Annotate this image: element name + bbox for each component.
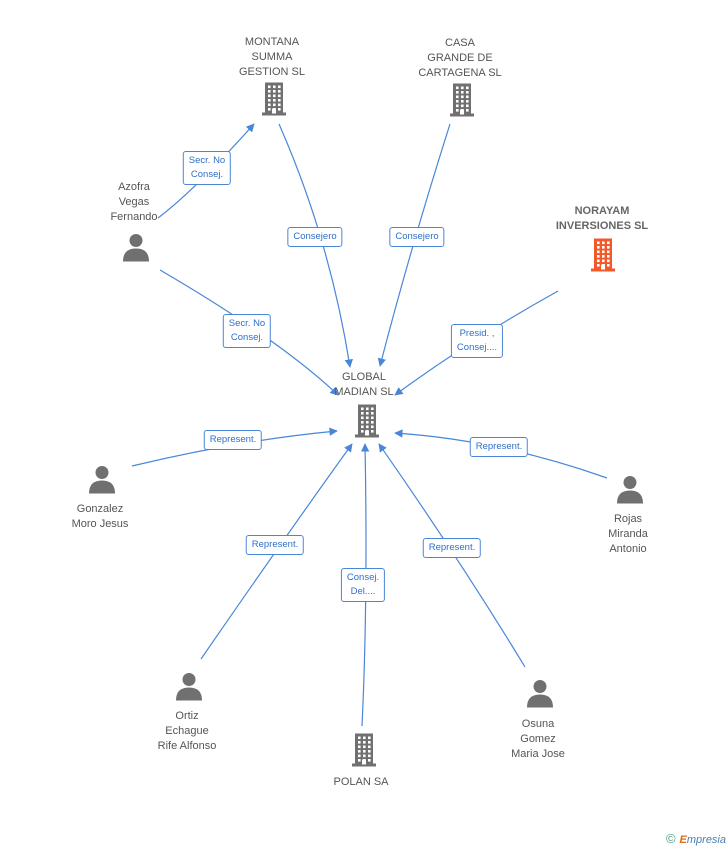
node-label-casa[interactable]: CASA GRANDE DE CARTAGENA SL [418, 37, 502, 79]
node-label-polan[interactable]: POLAN SA [333, 776, 389, 788]
node-label-global[interactable]: GLOBAL MADIAN SL [334, 371, 394, 398]
building-icon-montana[interactable] [259, 82, 289, 121]
person-icon-azofra[interactable] [121, 233, 151, 268]
node-label-ortiz[interactable]: Ortiz Echague Rife Alfonso [157, 710, 217, 752]
node-label-rojas[interactable]: Rojas Miranda Antonio [608, 513, 648, 555]
edge-label-azofra[interactable]: Secr. No Consej. [182, 151, 232, 185]
node-label-azofra[interactable]: Azofra Vegas Fernando [110, 181, 158, 223]
edge-label-ortiz[interactable]: Represent. [245, 535, 305, 555]
edge-label-casa[interactable]: Consejero [389, 227, 445, 247]
copyright-symbol: © [665, 831, 676, 846]
edge-label-montana[interactable]: Consejero [287, 227, 343, 247]
node-label-osuna[interactable]: Osuna Gomez Maria Jose [511, 718, 565, 760]
node-label-montana[interactable]: MONTANA SUMMA GESTION SL [238, 36, 306, 78]
footer-brand: ©Empresia [666, 831, 726, 846]
building-icon-norayam[interactable] [588, 238, 618, 277]
edge-label-polan[interactable]: Consej. Del.... [340, 568, 386, 602]
edge-label-gonzalez[interactable]: Represent. [203, 430, 263, 450]
edge-label-osuna[interactable]: Represent. [422, 538, 482, 558]
building-icon-global[interactable] [352, 404, 382, 443]
node-label-norayam[interactable]: NORAYAM INVERSIONES SL [555, 205, 649, 232]
building-icon-polan[interactable] [349, 733, 379, 772]
person-icon-osuna[interactable] [525, 679, 555, 714]
building-icon-casa[interactable] [447, 83, 477, 122]
edge-label-rojas[interactable]: Represent. [469, 437, 529, 457]
brand-e: E [679, 834, 687, 846]
person-icon-gonzalez[interactable] [87, 465, 117, 500]
brand-name: mpresia [686, 834, 726, 846]
edge-label-norayam[interactable]: Presid. , Consej.... [450, 324, 504, 358]
edge-label-azofra[interactable]: Secr. No Consej. [222, 314, 272, 348]
edge-casa-to-global [377, 123, 451, 367]
node-label-gonzalez[interactable]: Gonzalez Moro Jesus [71, 503, 129, 530]
person-icon-rojas[interactable] [615, 475, 645, 510]
person-icon-ortiz[interactable] [174, 672, 204, 707]
